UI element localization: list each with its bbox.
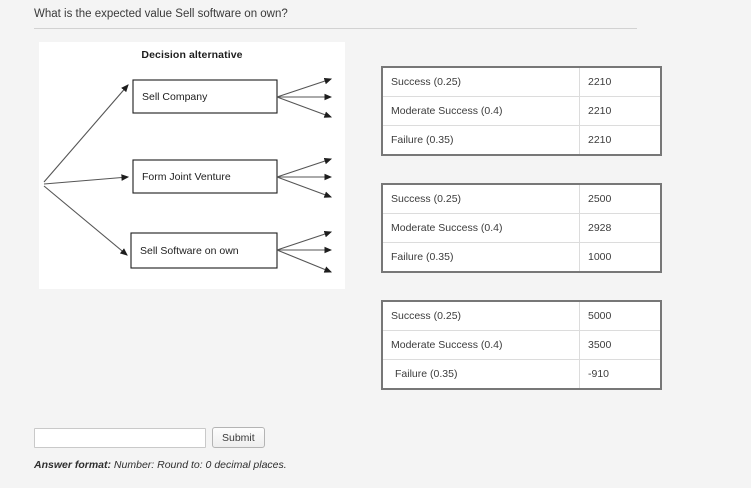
- alternative-node-sell-company: Sell Company: [132, 77, 333, 118]
- answer-row: Submit: [34, 427, 265, 448]
- header-divider: [34, 28, 637, 29]
- table-row: Success (0.25) 2210: [381, 66, 662, 97]
- table-row: Failure (0.35) 2210: [381, 125, 662, 156]
- alternative-node-form-joint-venture: Form Joint Venture: [132, 157, 333, 198]
- answer-format-hint: Answer format: Number: Round to: 0 decim…: [34, 459, 287, 471]
- outcome-value: -910: [579, 359, 662, 390]
- sell-software-on-own-payoffs-table: Success (0.25) 5000 Moderate Success (0.…: [381, 300, 662, 390]
- outcome-label: Success (0.25): [381, 183, 580, 214]
- outcome-label: Moderate Success (0.4): [381, 330, 580, 360]
- submit-button[interactable]: Submit: [212, 427, 265, 448]
- table-row: Failure (0.35) 1000: [381, 242, 662, 273]
- answer-format-label: Answer format:: [34, 459, 112, 471]
- table-row: Success (0.25) 2500: [381, 183, 662, 214]
- decision-tree-graphic: Sell Company Form Joint Venture Sell Sof…: [43, 77, 333, 273]
- alternative-label-0: Sell Company: [142, 91, 208, 103]
- table-row: Moderate Success (0.4) 2210: [381, 96, 662, 126]
- form-joint-venture-payoffs-table: Success (0.25) 2500 Moderate Success (0.…: [381, 183, 662, 273]
- answer-format-detail: Number: Round to: 0 decimal places.: [111, 459, 287, 471]
- table-row: Moderate Success (0.4) 3500: [381, 330, 662, 360]
- outcome-label: Moderate Success (0.4): [381, 213, 580, 243]
- outcome-label: Moderate Success (0.4): [381, 96, 580, 126]
- outcome-value: 2210: [579, 125, 662, 156]
- outcome-value: 1000: [579, 242, 662, 273]
- root-branches: [43, 84, 130, 256]
- outcome-value: 5000: [579, 300, 662, 331]
- answer-input[interactable]: [34, 427, 206, 448]
- outcome-label: Failure (0.35): [381, 242, 580, 273]
- outcome-value: 2210: [579, 96, 662, 126]
- decision-tree-panel: Decision alternative Sell Company Form J…: [39, 42, 345, 289]
- outcome-value: 3500: [579, 330, 662, 360]
- sell-company-payoffs-table: Success (0.25) 2210 Moderate Success (0.…: [381, 66, 662, 156]
- table-row: Success (0.25) 5000: [381, 300, 662, 331]
- alternative-label-1: Form Joint Venture: [142, 171, 231, 183]
- question-text: What is the expected value Sell software…: [34, 8, 288, 20]
- table-row: Moderate Success (0.4) 2928: [381, 213, 662, 243]
- table-row: Failure (0.35) -910: [381, 359, 662, 390]
- outcome-label: Success (0.25): [381, 66, 580, 97]
- outcome-label: Failure (0.35): [381, 359, 580, 390]
- outcome-value: 2210: [579, 66, 662, 97]
- outcome-label: Failure (0.35): [381, 125, 580, 156]
- outcome-value: 2928: [579, 213, 662, 243]
- outcome-value: 2500: [579, 183, 662, 214]
- outcome-label: Success (0.25): [381, 300, 580, 331]
- alternative-node-sell-software-on-own: Sell Software on own: [130, 230, 333, 273]
- decision-tree-title: Decision alternative: [141, 49, 243, 61]
- alternative-label-2: Sell Software on own: [140, 245, 239, 257]
